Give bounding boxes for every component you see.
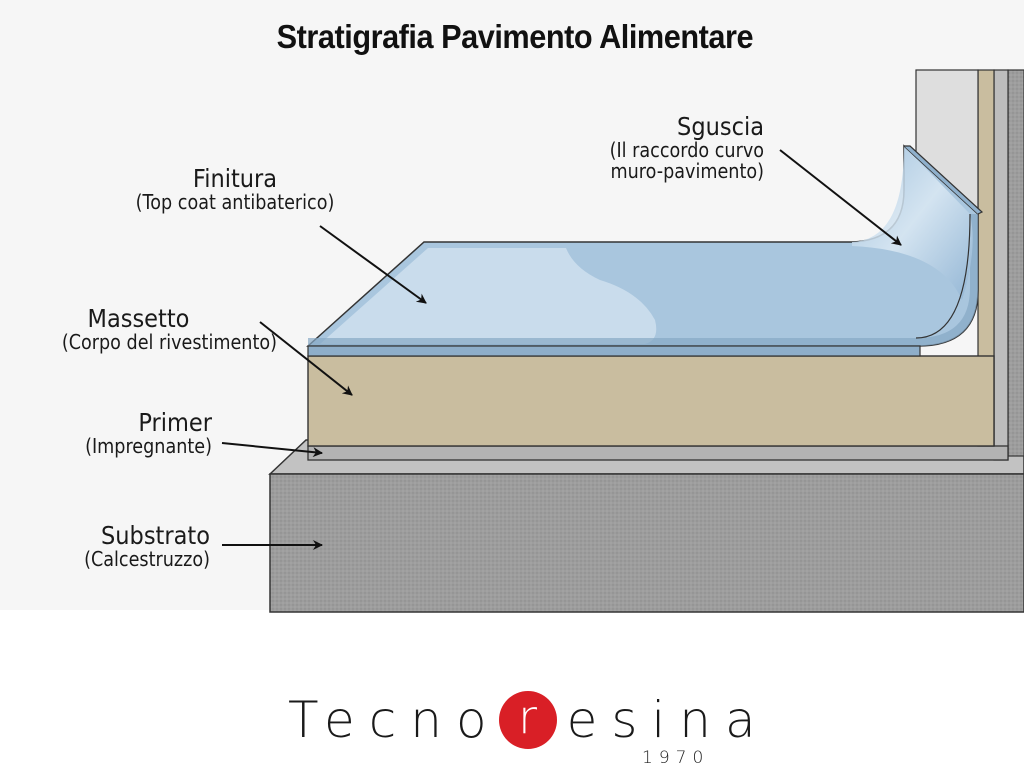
diagram-title: Stratigrafia Pavimento Alimentare xyxy=(276,18,754,55)
floor-stratigraphy-diagram xyxy=(221,69,1024,613)
logo-text-suffix: esina xyxy=(566,691,770,749)
substrato-layer xyxy=(268,439,1024,613)
label-sguscia-name: Sguscia xyxy=(677,112,764,141)
logo-red-circle-r: r xyxy=(498,691,557,749)
label-finitura-desc: (Top coat antibaterico) xyxy=(135,190,335,215)
label-sguscia: Sguscia (Il raccordo curvo muro-paviment… xyxy=(520,112,764,184)
label-sguscia-desc-line1: (Il raccordo curvo xyxy=(609,138,764,163)
sguscia-arrow xyxy=(779,149,902,246)
label-massetto: Massetto (Corpo del rivestimento) xyxy=(0,304,277,355)
massetto-layer xyxy=(307,69,995,447)
label-substrato-desc: (Calcestruzzo) xyxy=(84,547,210,572)
label-substrato: Substrato (Calcestruzzo) xyxy=(0,521,210,572)
wall-concrete xyxy=(993,69,1024,461)
tecnoresina-logo: Tecno r esina xyxy=(288,690,770,750)
label-primer-name: Primer xyxy=(138,408,212,437)
callout-arrows xyxy=(221,149,902,550)
label-primer-desc: (Impregnante) xyxy=(85,434,212,459)
logo-year: 1970 xyxy=(642,748,710,768)
label-primer: Primer (Impregnante) xyxy=(0,408,212,459)
logo-text-prefix: Tecno xyxy=(288,691,501,749)
finitura-arrow xyxy=(319,225,427,304)
label-substrato-name: Substrato xyxy=(101,521,210,550)
primer-arrow xyxy=(221,442,323,458)
label-finitura: Finitura (Top coat antibaterico) xyxy=(90,164,380,215)
label-massetto-desc: (Corpo del rivestimento) xyxy=(61,330,277,355)
primer-layer xyxy=(307,445,1009,461)
label-sguscia-desc-line2: muro-pavimento) xyxy=(610,159,764,184)
massetto-arrow xyxy=(259,321,353,396)
label-finitura-name: Finitura xyxy=(192,164,278,193)
finitura-layer xyxy=(306,144,984,357)
label-massetto-name: Massetto xyxy=(87,304,190,333)
